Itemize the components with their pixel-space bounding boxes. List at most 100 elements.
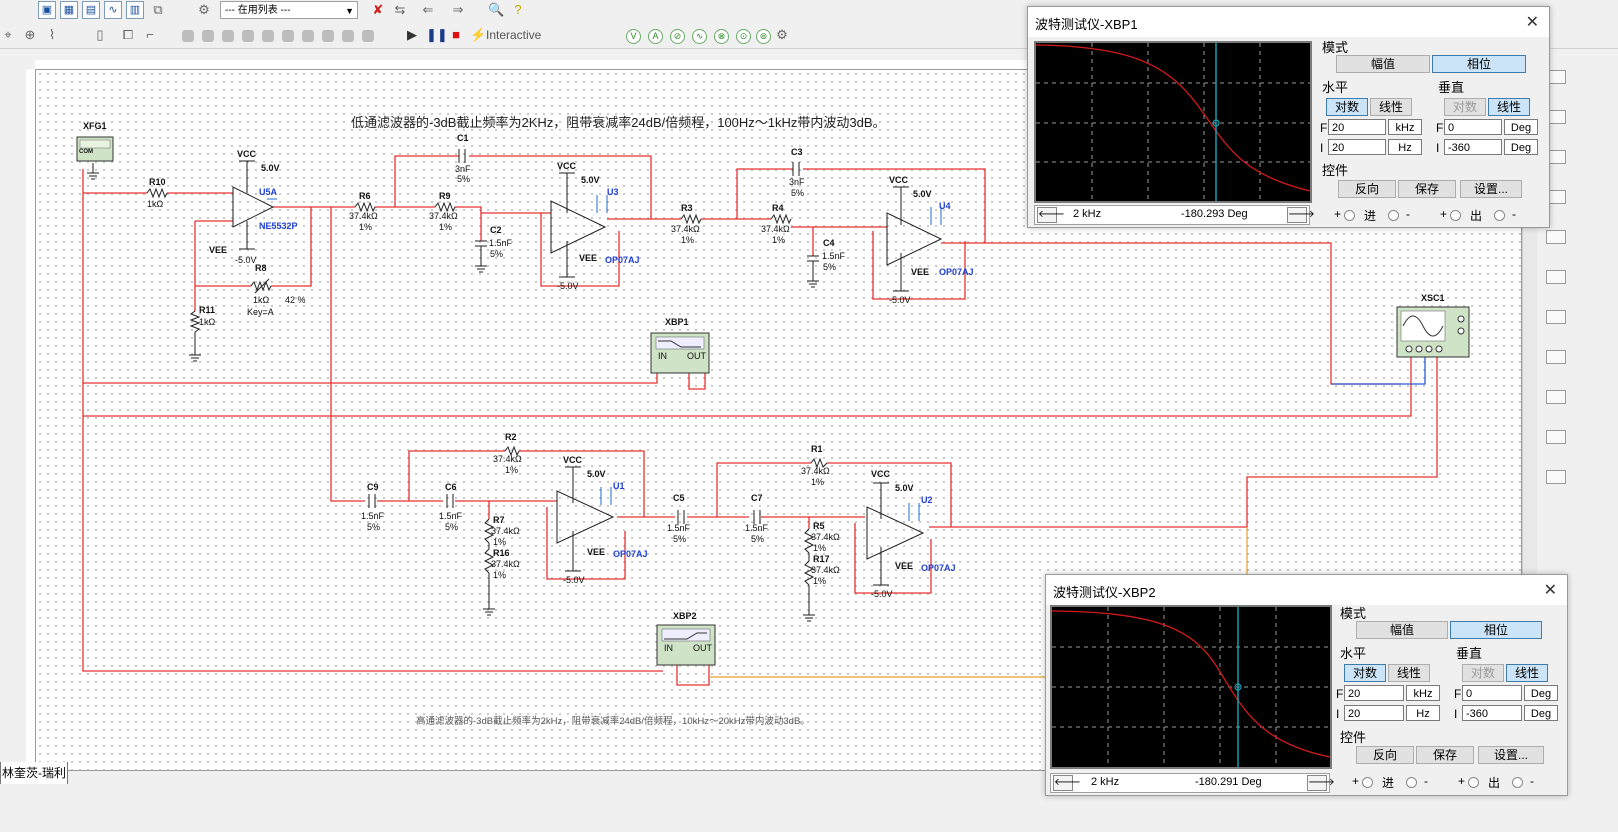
- stop-icon[interactable]: ■: [452, 27, 460, 42]
- close-icon[interactable]: ✕: [1543, 582, 1557, 599]
- r16-label[interactable]: R16: [493, 548, 510, 558]
- gear-icon[interactable]: ⚙: [776, 27, 788, 42]
- r2-label[interactable]: R2: [505, 432, 517, 442]
- out-minus-terminal[interactable]: [1512, 777, 1523, 788]
- back-annotate-icon[interactable]: ⇐: [422, 2, 434, 17]
- h-linear-button[interactable]: 线性: [1388, 664, 1430, 682]
- v-log-button[interactable]: 对数: [1444, 98, 1486, 116]
- u4-label[interactable]: U4: [939, 201, 951, 211]
- c7-label[interactable]: C7: [751, 493, 763, 503]
- xbp2-label[interactable]: XBP2: [673, 611, 697, 621]
- v-final-unit[interactable]: Deg: [1504, 119, 1538, 135]
- c3-label[interactable]: C3: [791, 147, 803, 157]
- probe-icon[interactable]: ⌖: [4, 27, 12, 42]
- pause-icon[interactable]: ❚❚: [426, 27, 448, 42]
- r6-label[interactable]: R6: [359, 191, 371, 201]
- analysis-icon[interactable]: V: [626, 29, 641, 44]
- bode-display[interactable]: [1050, 605, 1332, 769]
- v-final-field[interactable]: 0: [1444, 119, 1502, 135]
- magnitude-button[interactable]: 幅值: [1336, 55, 1430, 73]
- r11-label[interactable]: R11: [199, 305, 215, 315]
- arrow-right-icon[interactable]: 🡒: [1307, 775, 1335, 791]
- h-final-field[interactable]: 20: [1328, 119, 1386, 135]
- xfg1-label[interactable]: XFG1: [83, 121, 107, 131]
- h-final-unit[interactable]: kHz: [1406, 685, 1440, 701]
- v-linear-button[interactable]: 线性: [1506, 664, 1548, 682]
- u3-label[interactable]: U3: [607, 187, 619, 197]
- r9-label[interactable]: R9: [439, 191, 451, 201]
- out-plus-terminal[interactable]: [1450, 210, 1461, 221]
- v-initial-field[interactable]: -360: [1444, 139, 1502, 155]
- instrument-icon[interactable]: [302, 30, 314, 42]
- instrument-icon[interactable]: [1546, 270, 1566, 284]
- instrument-icon[interactable]: [1546, 350, 1566, 364]
- in-plus-terminal[interactable]: [1362, 777, 1373, 788]
- junction-icon[interactable]: ⊕: [24, 27, 36, 42]
- in-use-list-select[interactable]: --- 在用列表 ---▼: [220, 1, 358, 19]
- analysis-icon[interactable]: ⊙: [736, 29, 751, 44]
- settings-button[interactable]: 设置...: [1460, 180, 1522, 198]
- analysis-icon[interactable]: ⊚: [756, 29, 771, 44]
- grid-icon[interactable]: ▦: [60, 1, 78, 19]
- in-minus-terminal[interactable]: [1406, 777, 1417, 788]
- c4-label[interactable]: C4: [823, 238, 835, 248]
- in-minus-terminal[interactable]: [1388, 210, 1399, 221]
- v-final-unit[interactable]: Deg: [1524, 685, 1558, 701]
- window-titlebar[interactable]: 波特测试仪-XBP1✕: [1028, 7, 1549, 37]
- save-button[interactable]: 保存: [1416, 746, 1474, 764]
- bus-icon[interactable]: ▯: [96, 27, 104, 42]
- instrument-icon[interactable]: [242, 30, 254, 42]
- postprocessor-icon[interactable]: ▥: [126, 1, 144, 19]
- h-linear-button[interactable]: 线性: [1370, 98, 1412, 116]
- zoom-icon[interactable]: 🔍: [488, 2, 505, 17]
- connector-icon[interactable]: ⌐: [146, 27, 154, 42]
- in-plus-terminal[interactable]: [1344, 210, 1355, 221]
- u1-label[interactable]: U1: [613, 481, 625, 491]
- v-initial-unit[interactable]: Deg: [1524, 705, 1558, 721]
- out-minus-terminal[interactable]: [1494, 210, 1505, 221]
- out-plus-terminal[interactable]: [1468, 777, 1479, 788]
- v-initial-field[interactable]: -360: [1462, 705, 1522, 721]
- analysis-icon[interactable]: A: [648, 29, 663, 44]
- phase-button[interactable]: 相位: [1450, 621, 1542, 639]
- reverse-button[interactable]: 反向: [1338, 180, 1396, 198]
- instrument-icon[interactable]: [1546, 430, 1566, 444]
- close-icon[interactable]: ✕: [1525, 14, 1539, 31]
- h-log-button[interactable]: 对数: [1326, 98, 1368, 116]
- instrument-icon[interactable]: [342, 30, 354, 42]
- r8-label[interactable]: R8: [255, 263, 267, 273]
- r7-label[interactable]: R7: [493, 515, 505, 525]
- spreadsheet-icon[interactable]: ▤: [82, 1, 100, 19]
- arrow-right-icon[interactable]: 🡒: [1287, 207, 1315, 223]
- reverse-button[interactable]: 反向: [1356, 746, 1414, 764]
- sheet-tab[interactable]: 林奎茨-瑞利: [0, 762, 68, 785]
- c9-label[interactable]: C9: [367, 482, 379, 492]
- arrow-left-icon[interactable]: 🡐: [1037, 207, 1065, 223]
- analysis-icon[interactable]: ⊘: [670, 29, 685, 44]
- v-log-button[interactable]: 对数: [1462, 664, 1504, 682]
- c5-label[interactable]: C5: [673, 493, 685, 503]
- analysis-icon[interactable]: ⊗: [714, 29, 729, 44]
- instrument-icon[interactable]: [222, 30, 234, 42]
- h-initial-field[interactable]: 20: [1344, 705, 1404, 721]
- grapher-icon[interactable]: ∿: [104, 1, 122, 19]
- instrument-icon[interactable]: [322, 30, 334, 42]
- save-button[interactable]: 保存: [1398, 180, 1456, 198]
- database-icon[interactable]: ⧉: [153, 2, 163, 17]
- r5-label[interactable]: R5: [813, 521, 825, 531]
- c6-label[interactable]: C6: [445, 482, 457, 492]
- bode-display[interactable]: [1034, 41, 1312, 203]
- xbp1-label[interactable]: XBP1: [665, 317, 689, 327]
- instrument-icon[interactable]: [282, 30, 294, 42]
- xsc1-label[interactable]: XSC1: [1421, 293, 1445, 303]
- instrument-icon[interactable]: [362, 30, 374, 42]
- c1-label[interactable]: C1: [457, 133, 469, 143]
- r17-label[interactable]: R17: [813, 554, 830, 564]
- erc-icon[interactable]: ✘: [372, 2, 384, 17]
- analysis-icon[interactable]: ∿: [692, 29, 707, 44]
- settings-button[interactable]: 设置...: [1478, 746, 1544, 764]
- forward-annotate-icon[interactable]: ⇒: [452, 2, 464, 17]
- component-icon[interactable]: ▣: [38, 1, 56, 19]
- settings-icon[interactable]: ⚙: [198, 2, 210, 17]
- r3-label[interactable]: R3: [681, 203, 693, 213]
